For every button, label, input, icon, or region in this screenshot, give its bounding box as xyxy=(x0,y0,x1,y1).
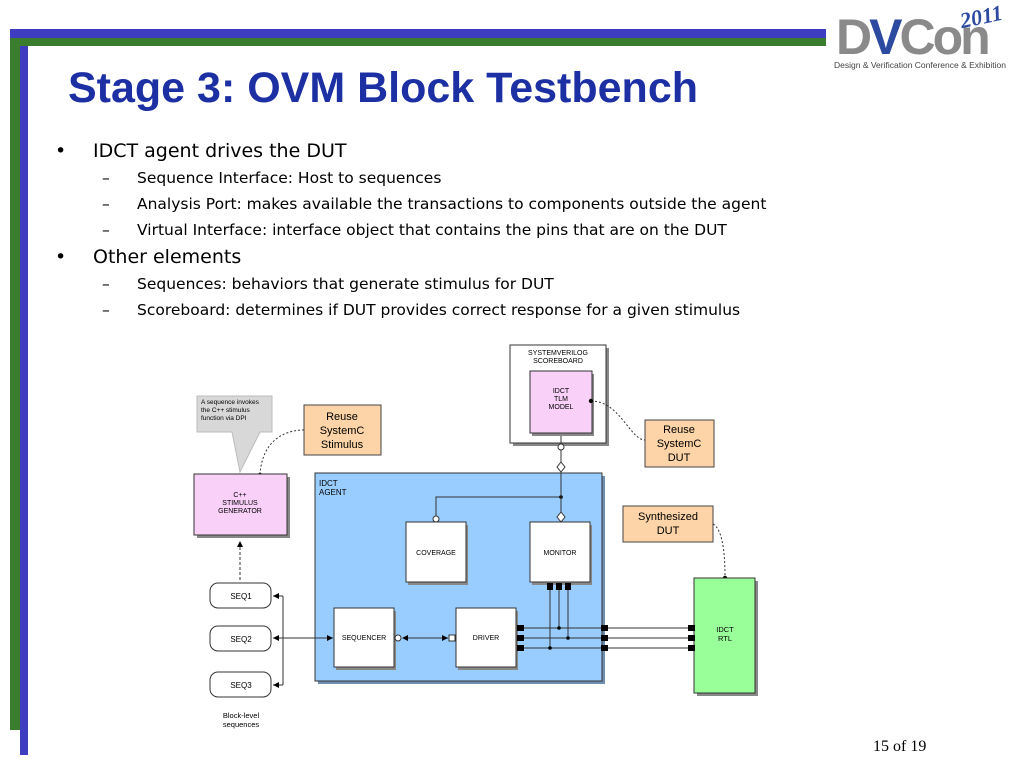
block-level-line1: Block-level xyxy=(223,711,260,720)
bullet-item: •Other elements xyxy=(55,246,242,268)
tlm-model-line1: IDCT xyxy=(553,388,570,395)
cpp-stimulus-generator: C++ STIMULUS GENERATOR xyxy=(193,473,290,538)
bullet-item: •IDCT agent drives the DUT xyxy=(55,140,347,162)
logo-wordmark: DVCon xyxy=(836,9,991,65)
reuse-dut-line2: SystemC xyxy=(657,438,702,450)
logo-subtitle: Design & Verification Conference & Exhib… xyxy=(834,60,1006,70)
rtl-line1: IDCT xyxy=(716,625,734,634)
scoreboard-label-line1: SYSTEMVERILOG xyxy=(528,350,588,357)
coverage-box: COVERAGE xyxy=(405,521,468,585)
sequencer-label: SEQUENCER xyxy=(342,635,386,642)
sub-bullet-item: –Virtual Interface: interface object tha… xyxy=(102,221,727,239)
seq1-label: SEQ1 xyxy=(230,592,252,601)
callout-line3: function via DPI xyxy=(201,415,247,422)
reuse-dut-line3: DUT xyxy=(668,452,691,464)
bullet-list: •IDCT agent drives the DUT –Sequence Int… xyxy=(55,137,955,323)
scoreboard-label-line2: SCOREBOARD xyxy=(533,358,583,365)
synth-dut-line1: Synthesized xyxy=(638,511,698,523)
tlm-model-line3: MODEL xyxy=(549,404,574,411)
synth-dotted-link xyxy=(712,523,726,579)
seq2-label: SEQ2 xyxy=(230,635,252,644)
left-accent-bar-blue xyxy=(20,30,28,755)
systemverilog-scoreboard: SYSTEMVERILOG SCOREBOARD IDCT TLM MODEL xyxy=(509,344,609,446)
reuse-stimulus-line3: Stimulus xyxy=(321,439,364,451)
left-accent-bar-green xyxy=(10,30,20,730)
top-accent-band-blue xyxy=(10,29,826,38)
driver-label: DRIVER xyxy=(473,635,499,642)
idct-rtl-box: IDCT RTL xyxy=(693,577,758,696)
agent-label-line2: AGENT xyxy=(319,488,347,497)
reuse-systemc-dut-box: Reuse SystemC DUT xyxy=(644,419,715,468)
slide-title: Stage 3: OVM Block Testbench xyxy=(68,64,699,112)
generator-line1: C++ xyxy=(233,492,246,499)
reuse-stimulus-line2: SystemC xyxy=(320,425,365,437)
callout-line2: the C++ stimulus xyxy=(201,407,251,414)
monitor-label: MONITOR xyxy=(544,550,577,557)
reuse-dut-line1: Reuse xyxy=(663,424,695,436)
synthesized-dut-box: Synthesized DUT xyxy=(622,505,714,543)
generator-line3: GENERATOR xyxy=(218,508,262,515)
sub-bullet-item: –Sequence Interface: Host to sequences xyxy=(102,169,442,187)
driver-box: DRIVER xyxy=(455,607,518,670)
sub-bullet-item: –Scoreboard: determines if DUT provides … xyxy=(102,301,741,319)
sequencer-box: SEQUENCER xyxy=(333,607,396,670)
coverage-label: COVERAGE xyxy=(416,550,456,557)
callout-line1: A sequence invokes xyxy=(201,399,260,406)
monitor-box: MONITOR xyxy=(529,521,592,585)
seq-list: SEQ1 SEQ2 SEQ3 Block-level sequences xyxy=(209,582,272,729)
top-accent-band-green xyxy=(10,38,826,46)
callout-note: A sequence invokes the C++ stimulus func… xyxy=(196,395,273,474)
generator-line2: STIMULUS xyxy=(222,500,258,507)
dvcon-logo: DVCon 2011 Design & Verification Confere… xyxy=(832,0,1018,78)
reuse-systemc-stimulus-box: Reuse SystemC Stimulus xyxy=(303,404,382,456)
rtl-line2: RTL xyxy=(718,634,732,643)
tlm-model-line2: TLM xyxy=(554,396,568,403)
tlm-dotted-link xyxy=(590,400,646,441)
stimulus-dotted-link xyxy=(259,429,305,476)
block-level-line2: sequences xyxy=(223,720,260,729)
sub-bullet-item: –Sequences: behaviors that generate stim… xyxy=(102,275,554,293)
reuse-stimulus-line1: Reuse xyxy=(326,411,358,423)
agent-label-line1: IDCT xyxy=(319,479,338,488)
synth-dut-line2: DUT xyxy=(657,525,680,537)
seq3-label: SEQ3 xyxy=(230,681,252,690)
sub-bullet-item: –Analysis Port: makes available the tran… xyxy=(102,195,767,213)
page-number: 15 of 19 xyxy=(873,738,927,755)
